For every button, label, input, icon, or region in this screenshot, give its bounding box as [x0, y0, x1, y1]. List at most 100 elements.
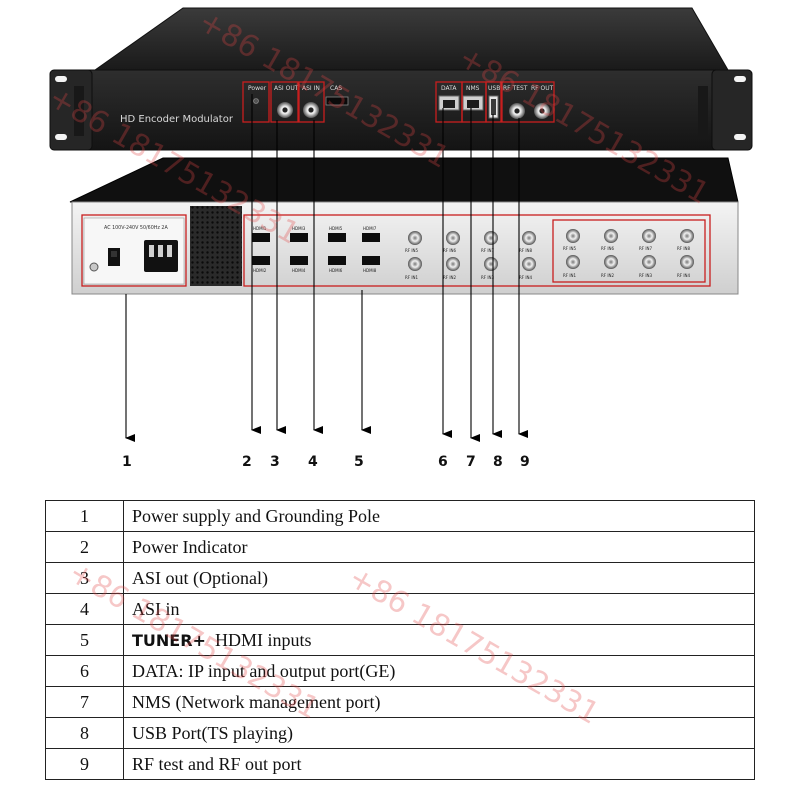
legend-row: 1 Power supply and Grounding Pole [45, 500, 755, 532]
rf-connector [604, 229, 618, 243]
tuner-prefix: TUNER+ [132, 630, 206, 650]
legend-description: ASI out (Optional) [123, 562, 755, 594]
legend-number: 6 [45, 655, 124, 687]
asi-in-label: ASI IN [302, 85, 320, 92]
callout-3: 3 [270, 454, 280, 470]
rf-label: RF IN4 [519, 275, 533, 280]
highlight-power-module [81, 214, 187, 287]
grounding-pole [89, 262, 99, 272]
callout-arrows [125, 94, 528, 442]
callout-4: 4 [308, 454, 318, 470]
rf-label: RF IN8 [519, 248, 533, 253]
rf-connector [484, 257, 498, 271]
power-spec-label: AC 100V-240V 50/60Hz 2A [104, 225, 168, 231]
rf-connector [408, 231, 422, 245]
rf-label: RF IN5 [563, 246, 577, 251]
rf-label: RF IN8 [677, 246, 691, 251]
callout-9: 9 [520, 454, 530, 470]
rf-label: RF IN1 [563, 273, 577, 278]
nms-port-label: NMS [466, 85, 480, 92]
callout-6: 6 [438, 454, 448, 470]
rf-connector [604, 255, 618, 269]
cas-label: CAS [330, 85, 342, 92]
power-indicator-led [253, 98, 259, 104]
rf-label: RF IN2 [601, 273, 615, 278]
cas-slot [325, 96, 349, 106]
legend-description: NMS (Network management port) [123, 686, 755, 718]
highlight-asi-out [270, 81, 299, 123]
rf-connector [566, 229, 580, 243]
callout-7: 7 [466, 454, 476, 470]
asi-out-label: ASI OUT [274, 85, 299, 92]
rear-unit: AC 100V-240V 50/60Hz 2A HDMI1 HDMI3 HDMI… [69, 157, 739, 295]
usb-port-label: USB [488, 85, 500, 92]
legend-row: 4 ASI in [45, 593, 755, 625]
hdmi-port-7 [362, 233, 380, 242]
front-unit: HD Encoder Modulator Power ASI OUT ASI I… [49, 7, 753, 151]
callout-8: 8 [493, 454, 503, 470]
hdmi-port-5 [328, 233, 346, 242]
legend-number: 7 [45, 686, 124, 718]
rf-label: RF IN6 [601, 246, 615, 251]
hdmi-label-5: HDMI5 [329, 226, 343, 231]
callout-1: 1 [122, 454, 132, 470]
rf-label: RF IN6 [443, 248, 457, 253]
rf-connector [680, 229, 694, 243]
legend-row: 7 NMS (Network management port) [45, 686, 755, 718]
legend-row: 6 DATA: IP input and output port(GE) [45, 655, 755, 687]
rf-connector [484, 231, 498, 245]
hdmi-port-8 [362, 256, 380, 265]
rf-connector [642, 255, 656, 269]
rf-connector [408, 257, 422, 271]
callout-5: 5 [354, 454, 364, 470]
rf-connector [522, 231, 536, 245]
vent-grille [190, 206, 242, 286]
rf-input-group-1: RF IN5 RF IN6 RF IN7 RF IN8 RF IN1 RF IN… [405, 231, 536, 280]
rf-out-label: RF OUT [531, 85, 554, 92]
model-label: HD Encoder Modulator [120, 114, 234, 125]
data-port-label: DATA [441, 85, 457, 92]
rf-label: RF IN5 [405, 248, 419, 253]
legend-number: 4 [45, 593, 124, 625]
legend-number: 8 [45, 717, 124, 749]
legend-number: 3 [45, 562, 124, 594]
legend-description-text: HDMI inputs [214, 629, 312, 650]
legend-number: 9 [45, 748, 124, 780]
callout-2: 2 [242, 454, 252, 470]
legend-description: ASI in [123, 593, 755, 625]
highlight-rf-group-2 [552, 219, 706, 283]
hdmi-port-2 [252, 256, 270, 265]
highlight-inputs [243, 214, 711, 287]
legend-row: 2 Power Indicator [45, 531, 755, 563]
legend-row: 5 TUNER+ HDMI inputs [45, 624, 755, 656]
rf-test-label: RF TEST [503, 85, 528, 92]
legend-row: 8 USB Port(TS playing) [45, 717, 755, 749]
rf-connector [566, 255, 580, 269]
rf-label: RF IN1 [405, 275, 419, 280]
rf-connector [446, 257, 460, 271]
rf-label: RF IN3 [639, 273, 653, 278]
legend-description: Power supply and Grounding Pole [123, 500, 755, 532]
rf-label: RF IN3 [481, 275, 495, 280]
hdmi-label-1: HDMI1 [253, 226, 267, 231]
hdmi-port-6 [328, 256, 346, 265]
highlight-asi-in [298, 81, 325, 123]
hdmi-label-8: HDMI8 [363, 268, 377, 273]
rf-input-group-2: RF IN5 RF IN6 RF IN7 RF IN8 RF IN1 RF IN… [563, 229, 694, 278]
right-rack-ear [711, 69, 753, 151]
rf-connector [680, 255, 694, 269]
legend-table: 1 Power supply and Grounding Pole 2 Powe… [45, 500, 755, 780]
device-diagram: HD Encoder Modulator Power ASI OUT ASI I… [49, 7, 753, 470]
legend-row: 3 ASI out (Optional) [45, 562, 755, 594]
legend-description: DATA: IP input and output port(GE) [123, 655, 755, 687]
legend-row: 9 RF test and RF out port [45, 748, 755, 780]
hdmi-label-2: HDMI2 [253, 268, 267, 273]
legend-description: Power Indicator [123, 531, 755, 563]
highlight-power [242, 81, 270, 123]
legend-description: USB Port(TS playing) [123, 717, 755, 749]
rf-label: RF IN7 [481, 248, 495, 253]
hdmi-port-3 [290, 233, 308, 242]
power-module: AC 100V-240V 50/60Hz 2A [83, 217, 185, 285]
rf-label: RF IN4 [677, 273, 691, 278]
hdmi-label-3: HDMI3 [292, 226, 306, 231]
